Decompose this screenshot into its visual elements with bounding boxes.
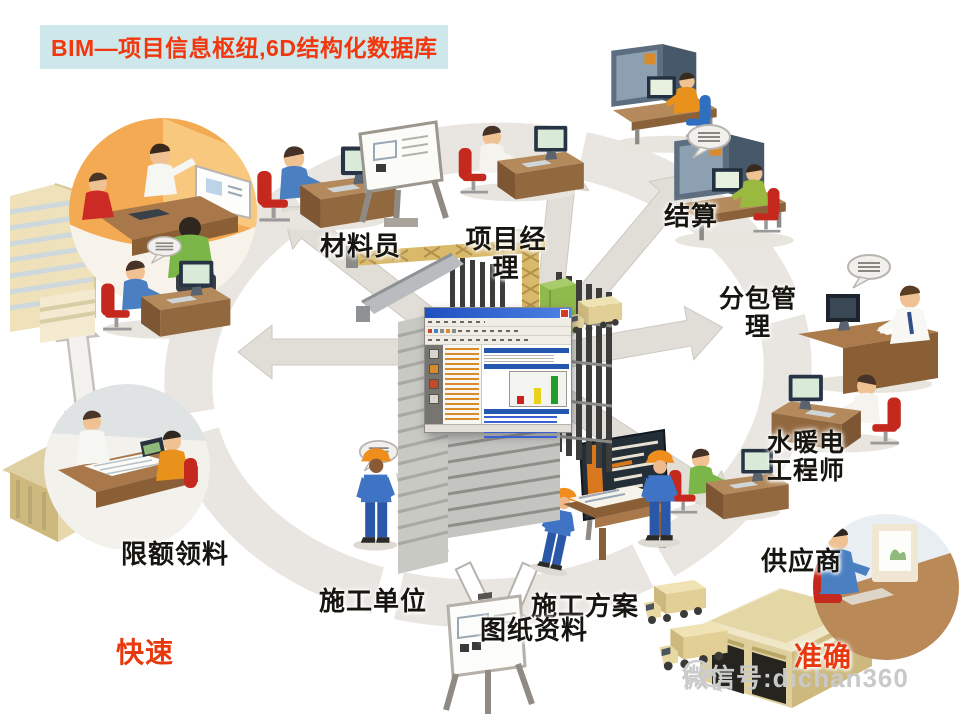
label-construction-unit: 施工单位 — [319, 586, 428, 616]
software-titlebar — [425, 308, 571, 318]
status-bar-chart — [509, 371, 567, 407]
label-project-manager: 项目经理 — [465, 224, 547, 284]
watermark: 微信号:dichan360 — [682, 658, 909, 695]
bim-software-screenshot — [424, 307, 572, 438]
label-fast: 快速 — [116, 637, 175, 668]
software-addressbar — [425, 336, 571, 345]
label-drawing-documents: 图纸资料 — [480, 615, 589, 645]
label-subcontract-mgmt: 分包管理 — [718, 285, 797, 341]
software-statusbar — [425, 424, 571, 432]
label-construction-plan: 施工方案 — [531, 591, 640, 621]
delivery-truck-icon — [644, 580, 706, 624]
label-quota-material: 限额领料 — [121, 539, 230, 569]
software-content — [482, 345, 571, 438]
software-icon-rail — [425, 345, 443, 424]
construction-worker — [353, 448, 398, 551]
drawing-flipchart — [443, 592, 535, 714]
label-material-clerk: 材料员 — [320, 231, 402, 261]
wechat-icon — [683, 659, 723, 692]
drafting-board — [358, 120, 449, 227]
speech-bubble-icon — [847, 254, 891, 289]
plan-review-table — [529, 450, 681, 579]
label-mep-engineer: 水暖电工程师 — [766, 429, 845, 485]
page-title: BIM—项目信息枢纽,6D结构化数据库 — [40, 25, 449, 69]
close-icon — [560, 308, 569, 318]
label-accurate: 准确 — [794, 641, 853, 672]
software-tree-panel — [443, 345, 482, 424]
software-toolbar — [425, 327, 571, 336]
label-supplier: 供应商 — [761, 546, 843, 576]
settlement-cubicle — [672, 132, 796, 251]
software-menubar — [425, 318, 571, 327]
label-settlement: 结算 — [664, 201, 719, 231]
supplier-workstation-vignette — [813, 514, 959, 660]
drawing-review-vignette — [44, 384, 210, 550]
